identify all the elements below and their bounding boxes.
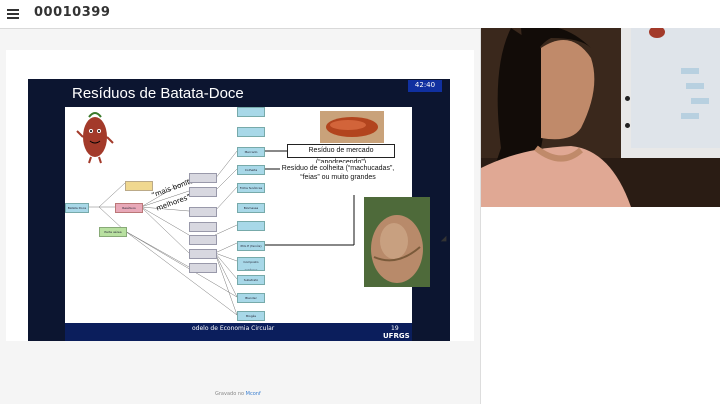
node-substrato: Substrato xyxy=(237,275,265,285)
sweet-potato-mascot-icon xyxy=(76,112,114,164)
node-process-2 xyxy=(189,187,217,197)
meeting-title: 00010399 xyxy=(34,5,111,20)
recorded-prefix: Gravado no xyxy=(215,391,245,397)
slide-footer-text: odelo de Economia Circular xyxy=(192,325,275,332)
sweet-potato-photo xyxy=(320,111,384,143)
node-colheita: Colheita xyxy=(237,165,265,175)
flow-diagram-lines xyxy=(87,148,355,316)
node-product-1 xyxy=(237,107,265,117)
node-process-4 xyxy=(189,222,217,232)
node-process-7 xyxy=(189,263,217,273)
node-generic xyxy=(237,221,265,231)
slide-title: Resíduos de Batata-Doce xyxy=(72,85,244,102)
callout-harvest-text: Resíduo de colheita (“machucadas”, “feia… xyxy=(281,165,395,181)
node-blender: Blender xyxy=(237,293,265,303)
callout-market-residue: Resíduo de mercado (“apodrecendo”) xyxy=(287,144,395,166)
harvest-potato-photo xyxy=(364,197,430,287)
slide-content: “mais bonitas e melhores” Batata Doce Re… xyxy=(65,107,430,323)
node-product-2 xyxy=(237,127,265,137)
presenter-video-frame xyxy=(481,28,720,207)
node-parte-aerea: Parte aérea xyxy=(99,227,127,237)
node-folha-fenolicas: Folha fenólicas xyxy=(237,183,265,193)
slide-footer-bar xyxy=(65,323,412,341)
node-batata-doce: Batata Doce xyxy=(65,203,89,213)
node-composto: Composto orgânico xyxy=(237,257,265,271)
hamburger-menu-icon[interactable] xyxy=(7,7,19,21)
node-pol-ii: POL E (fenóis) xyxy=(237,241,265,251)
top-bar: 00010399 xyxy=(0,0,720,29)
node-biomassa: Biomassa xyxy=(237,203,265,213)
webcam-control-dot-1[interactable] xyxy=(625,96,630,101)
callout-harvest-residue: Resíduo de colheita (“machucadas”, “feia… xyxy=(280,163,396,190)
node-mercado: Mercado xyxy=(237,147,265,157)
callout-market-text: Resíduo de mercado (“apodrecendo”) xyxy=(308,147,374,166)
recorded-notice: Gravado no Mconf xyxy=(215,391,261,397)
webcam-control-dot-2[interactable] xyxy=(625,123,630,128)
node-process-5 xyxy=(189,235,217,245)
mconf-link[interactable]: Mconf xyxy=(245,391,261,397)
slide-page-number: 19 xyxy=(391,325,399,332)
ufrgs-logo: UFRGS xyxy=(383,332,410,340)
node-biogas: Biogás xyxy=(237,311,265,321)
node-process-1 xyxy=(189,173,217,183)
slide-clock: 42:40 xyxy=(408,80,442,92)
node-process-3 xyxy=(189,207,217,217)
clock-value: 42:40 xyxy=(414,81,436,89)
presentation-slide: Resíduos de Batata-Doce 42:40 xyxy=(28,79,450,341)
node-residuos-top xyxy=(125,181,153,191)
node-residuos: Resíduos xyxy=(115,203,143,213)
webcam-video xyxy=(481,28,720,207)
node-process-6 xyxy=(189,249,217,259)
